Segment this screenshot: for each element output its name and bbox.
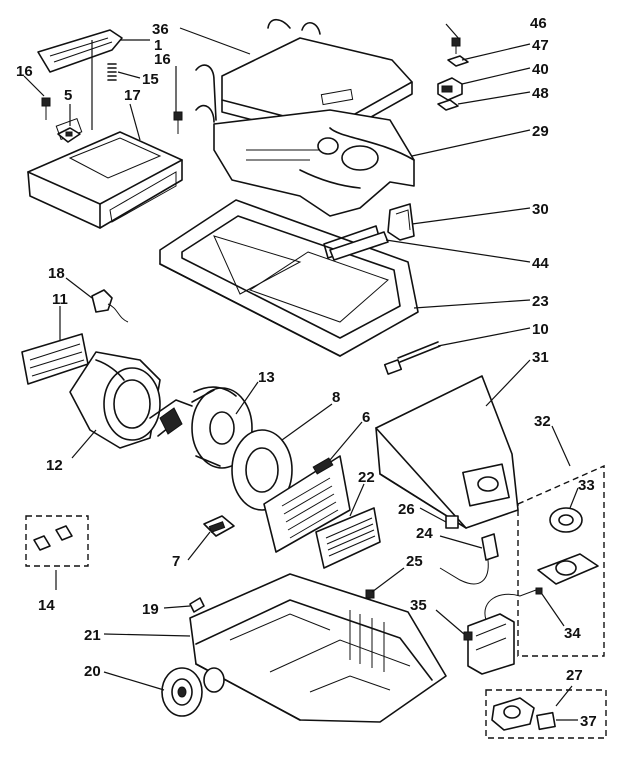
part-screw-right bbox=[173, 111, 183, 134]
callout-12: 12 bbox=[46, 457, 63, 474]
part-cord-pin bbox=[383, 341, 441, 375]
callout-24: 24 bbox=[416, 525, 433, 542]
part-connector-24 bbox=[439, 533, 499, 585]
part-pad-47 bbox=[447, 55, 469, 67]
callout-31: 31 bbox=[532, 349, 549, 366]
part-rear-assembly-box bbox=[517, 464, 605, 657]
part-filter-grille bbox=[263, 455, 351, 553]
callout-22: 22 bbox=[358, 469, 375, 486]
callout-16-left: 16 bbox=[16, 63, 33, 80]
part-switch bbox=[91, 289, 129, 323]
part-seal-33 bbox=[549, 507, 583, 533]
part-connector-kit bbox=[25, 515, 89, 567]
callout-7: 7 bbox=[172, 553, 180, 570]
callout-14: 14 bbox=[38, 597, 55, 614]
leader-lines bbox=[23, 23, 579, 721]
callout-labels: 36 1 16 16 15 5 17 46 47 40 48 29 30 44 … bbox=[16, 15, 597, 730]
callout-6: 6 bbox=[362, 409, 370, 426]
part-bottom-assembly bbox=[485, 689, 607, 739]
callout-48: 48 bbox=[532, 85, 549, 102]
callout-44: 44 bbox=[532, 255, 549, 272]
callout-15: 15 bbox=[142, 71, 159, 88]
callout-36: 36 bbox=[152, 21, 169, 38]
callout-23: 23 bbox=[532, 293, 549, 310]
callout-17: 17 bbox=[124, 87, 141, 104]
part-clip bbox=[57, 127, 81, 143]
callout-29: 29 bbox=[532, 123, 549, 140]
callout-35: 35 bbox=[410, 597, 427, 614]
callout-46: 46 bbox=[530, 15, 547, 32]
part-pad-48 bbox=[437, 99, 459, 111]
callout-8: 8 bbox=[332, 389, 340, 406]
part-bracket-35 bbox=[463, 589, 537, 675]
part-filter-pad bbox=[21, 333, 89, 385]
part-handle-grip bbox=[37, 29, 123, 73]
part-screw-46 bbox=[451, 37, 461, 54]
callout-34: 34 bbox=[564, 625, 581, 642]
callout-21: 21 bbox=[84, 627, 101, 644]
callout-1: 1 bbox=[154, 37, 162, 54]
callout-25: 25 bbox=[406, 553, 423, 570]
part-strip-44 bbox=[329, 231, 389, 261]
callout-32: 32 bbox=[534, 413, 551, 430]
callout-40: 40 bbox=[532, 61, 549, 78]
part-gasket-ring bbox=[231, 429, 293, 511]
callout-27: 27 bbox=[566, 667, 583, 684]
part-spring bbox=[107, 63, 117, 81]
part-slotted-panel bbox=[315, 507, 381, 569]
callout-13: 13 bbox=[258, 369, 275, 386]
part-base bbox=[189, 573, 447, 723]
part-frame bbox=[159, 199, 419, 357]
callout-30: 30 bbox=[532, 201, 549, 218]
part-plate-34 bbox=[535, 553, 599, 595]
callout-26: 26 bbox=[398, 501, 415, 518]
callout-20: 20 bbox=[84, 663, 101, 680]
part-clip-19 bbox=[189, 597, 205, 613]
callout-18: 18 bbox=[48, 265, 65, 282]
part-top-cover bbox=[221, 18, 413, 141]
part-hood bbox=[195, 64, 415, 217]
part-screw-left bbox=[41, 97, 51, 120]
callout-5: 5 bbox=[64, 87, 72, 104]
part-clip-7 bbox=[203, 515, 235, 537]
part-wheel bbox=[161, 667, 203, 717]
callout-11: 11 bbox=[52, 291, 68, 308]
part-paper-bag bbox=[375, 375, 519, 529]
part-bracket-30 bbox=[387, 203, 415, 241]
part-motor-housing bbox=[69, 351, 161, 449]
part-handle-housing bbox=[27, 118, 183, 229]
part-cap-26 bbox=[445, 515, 459, 529]
callout-10: 10 bbox=[532, 321, 549, 338]
callout-47: 47 bbox=[532, 37, 549, 54]
callout-37: 37 bbox=[580, 713, 597, 730]
part-latch-40 bbox=[437, 77, 463, 101]
callout-33: 33 bbox=[578, 477, 595, 494]
callout-19: 19 bbox=[142, 601, 159, 618]
callout-16-right: 16 bbox=[154, 51, 171, 68]
